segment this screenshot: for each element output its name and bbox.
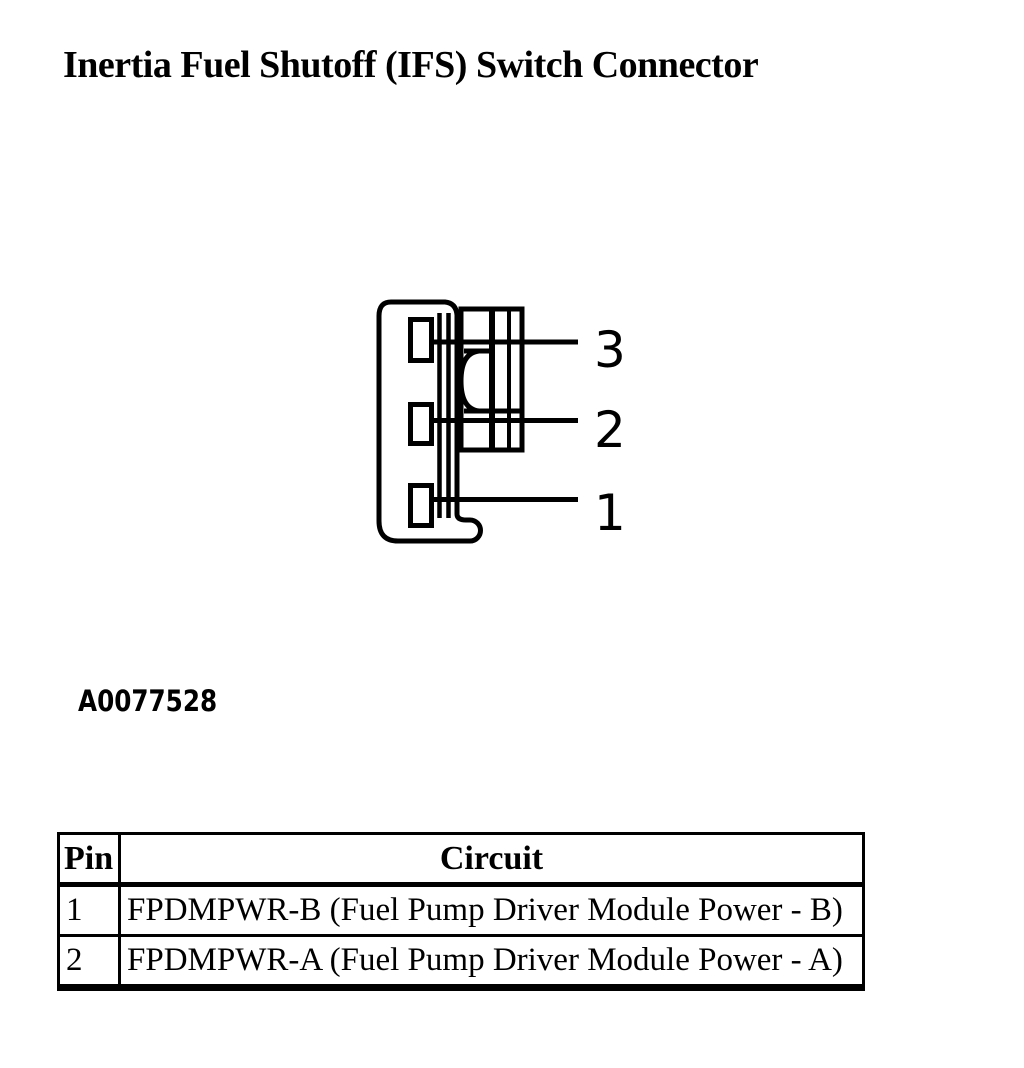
column-header-pin: Pin: [57, 832, 121, 887]
pin-cavity-2: [408, 402, 434, 446]
table-header-row: Pin Circuit: [57, 832, 865, 887]
pin-number-cell: 2: [57, 934, 121, 991]
column-header-circuit: Circuit: [118, 832, 865, 887]
pin-circuit-table: Pin Circuit 1 FPDMPWR-B (Fuel Pump Drive…: [57, 832, 865, 991]
pin-label-2: 2: [594, 401, 626, 459]
circuit-cell: FPDMPWR-B (Fuel Pump Driver Module Power…: [118, 883, 865, 937]
pin-label-3: 3: [594, 321, 626, 379]
table-row: 2 FPDMPWR-A (Fuel Pump Driver Module Pow…: [57, 934, 865, 991]
pin-number-cell: 1: [57, 883, 121, 937]
page-title: Inertia Fuel Shutoff (IFS) Switch Connec…: [63, 44, 759, 86]
pin-cavity-3: [408, 317, 434, 363]
table-row: 1 FPDMPWR-B (Fuel Pump Driver Module Pow…: [57, 883, 865, 937]
pin-cavity-1: [408, 483, 434, 528]
figure-id: A0077528: [78, 684, 218, 718]
latch-spring-arc: [458, 348, 480, 414]
circuit-cell: FPDMPWR-A (Fuel Pump Driver Module Power…: [118, 934, 865, 991]
pin-label-1: 1: [594, 484, 626, 542]
